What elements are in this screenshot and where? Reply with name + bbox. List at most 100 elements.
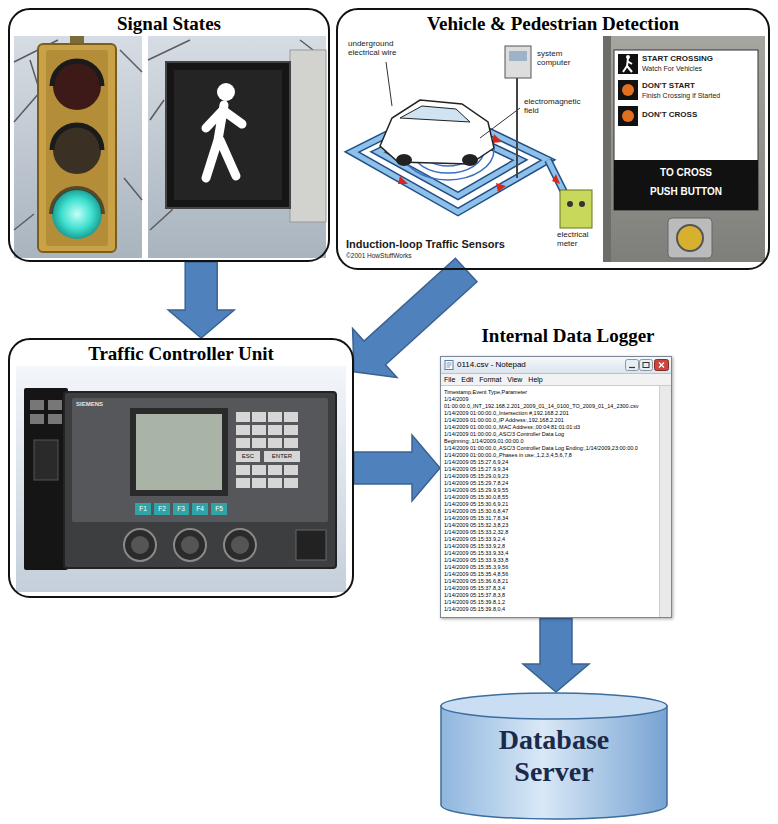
controller-photo <box>268 438 282 448</box>
log-line: 1/14/2009 05:15:33.2,32,8 <box>444 529 508 536</box>
induction-loop-illustration <box>496 183 506 192</box>
push-button-photo <box>618 106 638 126</box>
walk-signal-photo <box>174 70 282 200</box>
walk-signal-photo <box>148 40 326 230</box>
log-line: 1/14/2009 05:15:30.0,8,55 <box>444 494 508 501</box>
push-button-photo <box>603 36 765 262</box>
block-arrow <box>168 262 234 338</box>
log-line: 1/14/2009 05:15:32.3,8,23 <box>444 522 508 529</box>
illustration-label: TO CROSS <box>614 167 758 178</box>
window-button <box>659 363 664 368</box>
induction-loop-illustration <box>380 100 494 164</box>
log-line: 1/14/2009 05:15:30.6,9,21 <box>444 501 508 508</box>
illustration-label: electromagnetic field <box>524 98 596 116</box>
illustration-label: F5 <box>211 505 227 512</box>
window-icon <box>445 361 453 370</box>
log-line: 1/14/2009 05:15:33.9,33,8 <box>444 557 508 564</box>
log-line: 1/14/2009 05:15:33.9,2,4 <box>444 536 505 543</box>
controller-photo <box>181 536 199 554</box>
traffic-light-photo <box>38 44 116 252</box>
log-line: 1/14/2009 05:15:39.8,0,4 <box>444 606 505 613</box>
log-line: 1/14/2009 01:00:00.0,,ASC/3 Controller D… <box>444 431 564 438</box>
controller-photo <box>24 388 68 570</box>
walk-signal-photo <box>217 83 235 101</box>
log-line: 1/14/2009 05:15:35.3,9,56 <box>444 564 508 571</box>
controller-photo <box>284 478 298 488</box>
window-button <box>640 360 653 371</box>
controller-photo <box>236 465 250 475</box>
log-line: 1/14/2009 05:15:33.9,33,4 <box>444 550 508 557</box>
controller-photo <box>130 408 228 496</box>
log-line: 1/14/2009 <box>444 396 468 403</box>
controller-photo <box>268 425 282 435</box>
controller-photo <box>252 465 266 475</box>
controller-photo <box>231 536 249 554</box>
traffic-light-photo <box>51 188 103 214</box>
text-area: Timestamp,Event Type,Parameter1/14/20090… <box>441 386 671 617</box>
window-button <box>655 360 669 371</box>
push-button-photo <box>603 36 611 262</box>
controller-photo <box>268 478 282 488</box>
controller-photo <box>48 400 62 410</box>
log-line: 1/14/2009 01:00:00.0,,Phases in use:,1,2… <box>444 452 572 459</box>
illustration-label: DON'T CROSS <box>642 111 754 120</box>
controller-photo <box>284 425 298 435</box>
panel-title: Vehicle & Pedestrian Detection <box>338 10 768 35</box>
log-line: 1/14/2009 05:15:35.4,8,56 <box>444 571 508 578</box>
controller-photo <box>264 451 300 462</box>
block-arrow <box>523 618 589 692</box>
controller-photo <box>131 536 149 554</box>
controller-photo <box>135 503 151 515</box>
controller-photo <box>173 503 189 515</box>
log-line: 1/14/2009 05:15:29.0,9,23 <box>444 473 508 480</box>
window-icon <box>444 360 454 370</box>
illustration-label: F1 <box>135 505 151 512</box>
traffic-light-photo <box>53 126 101 174</box>
controller-photo <box>154 503 170 515</box>
push-button-photo <box>614 160 758 210</box>
induction-loop-illustration <box>398 176 408 184</box>
push-button-photo <box>622 84 634 96</box>
controller-photo <box>252 478 266 488</box>
log-line: Beginning:,1/14/2009,01:00:00.0 <box>444 438 524 445</box>
log-line: 1/14/2009 01:00:00.0,,IP Address:,192.16… <box>444 417 564 424</box>
illustration-label: system computer <box>537 50 583 68</box>
controller-photo <box>16 366 346 592</box>
log-line: 1/14/2009 01:00:00.0,,Intersection #,192… <box>444 410 569 417</box>
log-line: 1/14/2009 05:15:29.7,8,24 <box>444 480 508 487</box>
push-button-photo <box>614 50 758 210</box>
illustration-label: ESC <box>236 453 260 460</box>
controller-photo <box>252 412 266 422</box>
induction-loop-illustration <box>342 36 600 262</box>
controller-photo <box>136 414 222 490</box>
illustration-label: DON'T START <box>642 82 754 91</box>
cylinder-top <box>441 693 667 719</box>
induction-loop-illustration <box>342 36 600 262</box>
database-label: Database Server <box>440 692 668 788</box>
window-button <box>629 367 635 368</box>
controller-photo <box>16 366 346 592</box>
controller-photo <box>30 400 44 410</box>
block-arrow <box>354 435 440 501</box>
illustration-label: F3 <box>173 505 189 512</box>
induction-loop-illustration <box>516 78 518 178</box>
log-line: 1/14/2009 05:15:36.6,8,21 <box>444 578 508 585</box>
induction-loop-illustration <box>480 108 520 138</box>
log-line: 1/14/2009 05:15:30.6,8,47 <box>444 508 508 515</box>
log-line: 1/14/2009 05:15:33.9,2,8 <box>444 543 505 550</box>
illustration-label: Finish Crossing if Started <box>642 92 754 100</box>
illustration-label: ©2001 HowStuffWorks <box>346 252 456 259</box>
log-line: 1/14/2009 05:15:37.8,3,4 <box>444 585 505 592</box>
scrollbar <box>659 386 671 617</box>
controller-photo <box>284 438 298 448</box>
walk-signal-photo <box>148 36 326 258</box>
traffic-light-photo <box>14 36 142 258</box>
panel-box: Traffic Controller Unit <box>8 338 354 598</box>
push-button-photo <box>623 58 632 72</box>
induction-loop-illustration <box>552 174 560 184</box>
illustration-label: electrical meter <box>557 231 599 249</box>
walk-signal-photo <box>166 62 290 208</box>
induction-loop-illustration <box>567 201 573 207</box>
controller-photo <box>34 440 58 480</box>
controller-photo <box>174 529 206 561</box>
